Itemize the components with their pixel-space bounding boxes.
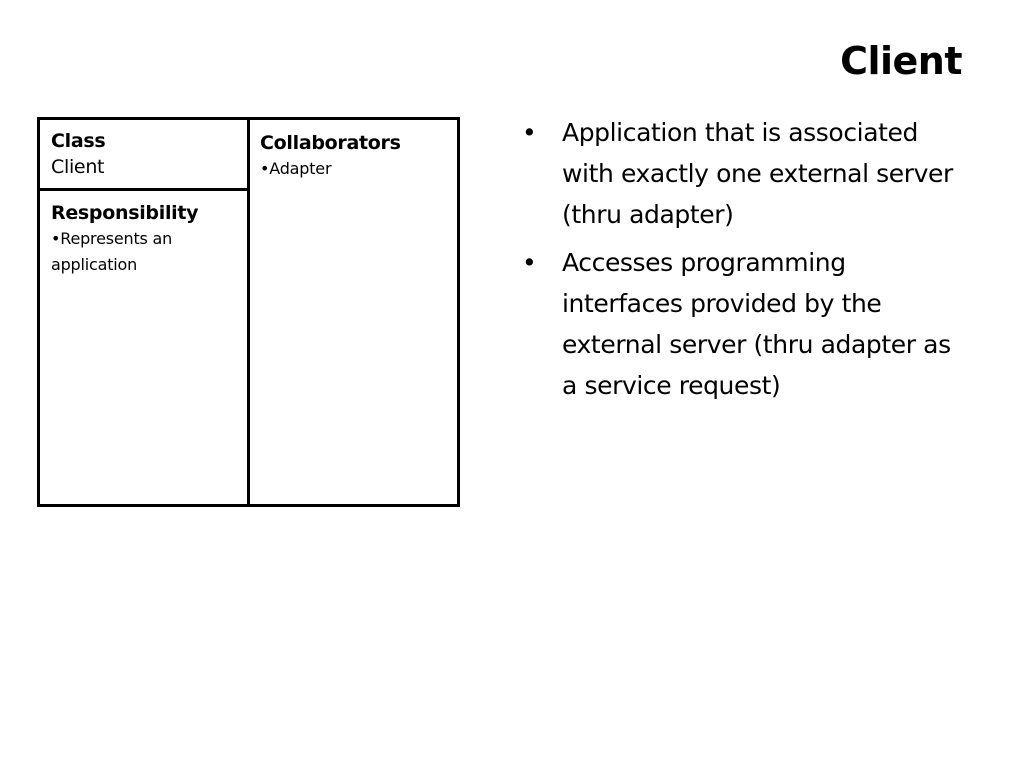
crc-collaborators-cell: Collaborators •Adapter <box>260 130 455 182</box>
crc-responsibility-item-text: Represents an application <box>51 229 173 274</box>
bullet-icon: • <box>522 118 537 147</box>
crc-responsibility-item: •Represents an application <box>51 226 241 278</box>
crc-card: Class Client Responsibility •Represents … <box>37 117 460 507</box>
slide-title: Client <box>840 39 962 83</box>
crc-collaborators-heading: Collaborators <box>260 132 401 154</box>
bullet-icon: • <box>51 229 61 248</box>
bullet-list: • Application that is associated with ex… <box>520 112 970 413</box>
crc-class-heading: Class <box>51 130 106 152</box>
bullet-item-text: Application that is associated with exac… <box>562 118 953 229</box>
crc-collaborator-item-text: Adapter <box>269 159 332 178</box>
bullet-item-text: Accesses programming interfaces provided… <box>562 248 951 400</box>
crc-responsibility-heading: Responsibility <box>51 202 199 224</box>
crc-class-cell: Class Client <box>51 128 241 180</box>
bullet-icon: • <box>522 248 537 277</box>
crc-card-horizontal-divider <box>40 188 250 191</box>
crc-responsibility-cell: Responsibility •Represents an applicatio… <box>51 200 241 278</box>
crc-class-name: Client <box>51 156 105 178</box>
bullet-item: • Accesses programming interfaces provid… <box>520 242 970 406</box>
crc-card-vertical-divider <box>247 120 250 504</box>
bullet-icon: • <box>260 159 270 178</box>
crc-collaborator-item: •Adapter <box>260 156 455 182</box>
bullet-item: • Application that is associated with ex… <box>520 112 970 235</box>
